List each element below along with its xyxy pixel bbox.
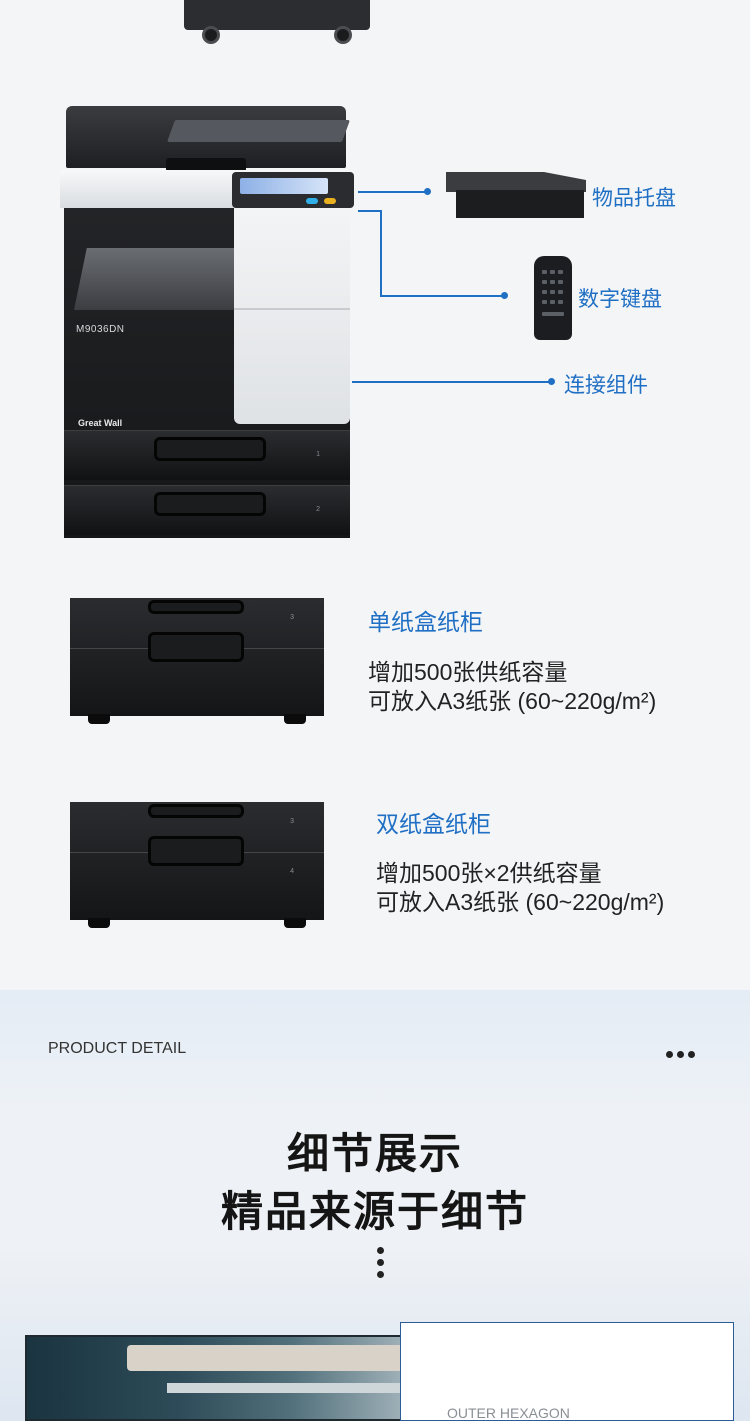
- copier-image: M9036DN Great Wall 1 2: [60, 100, 360, 545]
- brand-logo: Great Wall: [78, 418, 123, 428]
- double-cabinet-image: 3 4: [70, 802, 324, 928]
- drawer-handle: [148, 632, 244, 662]
- double-cabinet-title: 双纸盒纸柜: [376, 811, 491, 837]
- drawer-number: 3: [290, 818, 294, 825]
- connector-dot: [501, 292, 508, 299]
- stop-key: [324, 198, 336, 204]
- more-dots-icon: [666, 1045, 699, 1063]
- outer-hexagon-label: OUTER HEXAGON: [447, 1405, 570, 1421]
- detail-subtitle: 精品来源于细节: [220, 1188, 529, 1235]
- connector-dot: [424, 188, 431, 195]
- drawer-handle: [154, 437, 266, 461]
- control-panel: [232, 172, 354, 208]
- output-tray: [74, 248, 234, 310]
- vertical-dots-icon: [377, 1247, 384, 1283]
- drawer-handle: [148, 804, 244, 818]
- start-key: [306, 198, 318, 204]
- single-cabinet-line1: 增加500张供纸容量: [368, 659, 568, 685]
- front-panel: [234, 208, 350, 424]
- single-cabinet-line2: 可放入A3纸张 (60~220g/m²): [368, 688, 657, 714]
- drawer-handle: [154, 492, 266, 516]
- drawer-number: 2: [316, 506, 320, 513]
- touch-screen: [240, 178, 328, 194]
- item-tray-image: [446, 172, 586, 218]
- paper-drawer: 2: [64, 485, 350, 535]
- drawer-number: 4: [290, 868, 294, 875]
- panel-divider: [234, 308, 350, 310]
- detail-title: 细节展示: [286, 1130, 463, 1177]
- tray-top: [446, 172, 586, 192]
- connector-line: [358, 191, 426, 193]
- tray-base: [456, 190, 584, 218]
- connector-dot: [548, 378, 555, 385]
- cabinet-leg: [284, 918, 306, 928]
- detail-photo: [25, 1335, 407, 1421]
- model-label: M9036DN: [76, 324, 125, 335]
- paper-drawer: 1: [64, 430, 350, 480]
- double-cabinet-line1: 增加500张×2供纸容量: [376, 860, 602, 886]
- drawer-number: 3: [290, 614, 294, 621]
- single-cabinet-image: 3: [70, 598, 324, 724]
- copier-lid: [66, 106, 351, 172]
- wheel: [202, 26, 220, 44]
- stand-image: [184, 0, 370, 44]
- cabinet-leg: [88, 714, 110, 724]
- drawer-handle: [148, 836, 244, 866]
- connector-line: [380, 295, 504, 297]
- connector-line: [358, 210, 382, 212]
- cabinet-leg: [284, 714, 306, 724]
- lid-handle: [166, 158, 246, 172]
- double-cabinet-line2: 可放入A3纸张 (60~220g/m²): [376, 889, 665, 915]
- single-cabinet-title: 单纸盒纸柜: [368, 609, 483, 635]
- photo-highlight: [127, 1345, 407, 1371]
- cabinet-leg: [88, 918, 110, 928]
- callout-keypad: 数字键盘: [578, 288, 662, 311]
- keypad-image: [534, 256, 572, 340]
- drawer-number: 1: [316, 451, 320, 458]
- document-feeder: [166, 120, 351, 142]
- connector-line: [380, 210, 382, 297]
- product-detail-label: PRODUCT DETAIL: [48, 1040, 187, 1057]
- detail-card: OUTER HEXAGON: [400, 1322, 734, 1421]
- drawer-handle: [148, 600, 244, 614]
- callout-item-tray: 物品托盘: [592, 187, 676, 210]
- connector-line: [352, 381, 550, 383]
- wheel: [334, 26, 352, 44]
- callout-connector-kit: 连接组件: [564, 374, 648, 397]
- photo-bar: [167, 1383, 407, 1393]
